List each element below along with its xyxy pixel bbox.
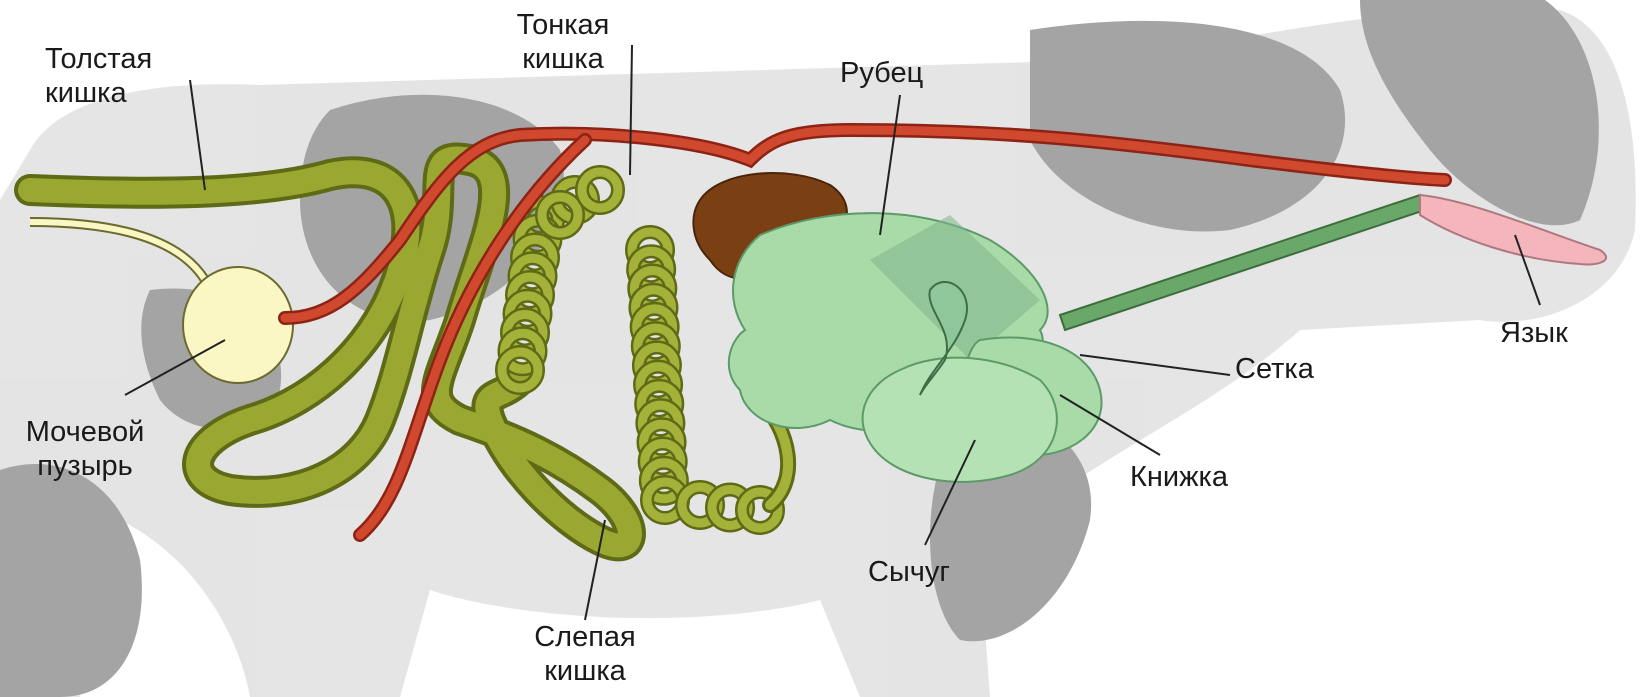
label-small-intestine-line1: Тонкая [488,8,638,42]
abomasum [863,358,1057,482]
label-bladder: Мочевой пузырь [10,415,160,483]
bladder [183,267,293,383]
label-cecum-line2: кишка [515,654,655,688]
label-abomasum: Сычуг [868,555,950,589]
label-bladder-line1: Мочевой [10,415,160,449]
label-small-intestine: Тонкая кишка [488,8,638,76]
label-bladder-line2: пузырь [10,449,160,483]
label-reticulum: Сетка [1235,352,1314,386]
label-large-intestine-line2: кишка [45,76,152,110]
label-omasum: Книжка [1130,460,1228,494]
label-cecum-line1: Слепая [515,620,655,654]
label-cecum: Слепая кишка [515,620,655,688]
label-large-intestine-line1: Толстая [45,42,152,76]
label-rumen: Рубец [840,56,923,90]
label-tongue: Язык [1500,316,1568,350]
label-small-intestine-line2: кишка [488,42,638,76]
label-large-intestine: Толстая кишка [45,42,152,110]
